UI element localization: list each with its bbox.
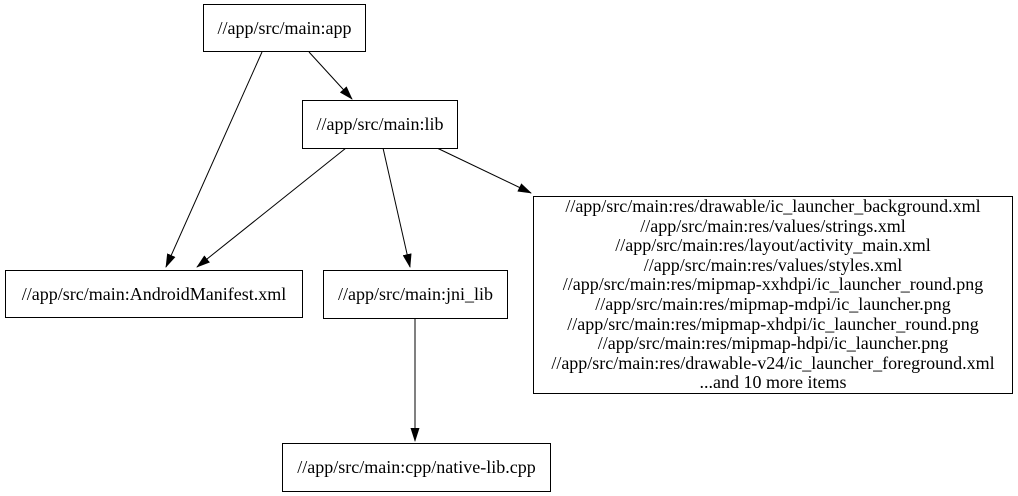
node-jni-lib: //app/src/main:jni_lib	[323, 270, 508, 319]
node-cpp-native-lib: //app/src/main:cpp/native-lib.cpp	[282, 443, 551, 492]
res-group-more-items: ...and 10 more items	[699, 372, 847, 393]
res-group-line: //app/src/main:res/values/strings.xml	[640, 215, 906, 236]
res-group-line: //app/src/main:res/mipmap-hdpi/ic_launch…	[597, 333, 949, 354]
res-group-line: //app/src/main:res/drawable/ic_launcher_…	[565, 196, 981, 217]
edge-lib-to-jni-lib	[382, 147, 412, 268]
edge-lib-to-res-group	[436, 147, 532, 194]
res-group-line: //app/src/main:res/layout/activity_main.…	[615, 235, 931, 256]
res-group-line: //app/src/main:res/drawable-v24/ic_launc…	[551, 352, 995, 373]
node-androidmanifest: //app/src/main:AndroidManifest.xml	[5, 270, 303, 318]
node-jni-lib-label: //app/src/main:jni_lib	[338, 284, 493, 304]
node-cpp-native-lib-label: //app/src/main:cpp/native-lib.cpp	[297, 457, 536, 477]
res-group-line: //app/src/main:res/mipmap-xhdpi/ic_launc…	[567, 313, 979, 334]
node-app: //app/src/main:app	[203, 4, 366, 52]
edge-app-to-lib	[308, 51, 353, 100]
edge-app-to-androidmanifest	[165, 51, 263, 268]
node-lib: //app/src/main:lib	[302, 100, 458, 149]
res-group-line: //app/src/main:res/mipmap-mdpi/ic_launch…	[595, 294, 951, 314]
node-res-group: //app/src/main:res/drawable/ic_launcher_…	[533, 196, 1013, 394]
node-androidmanifest-label: //app/src/main:AndroidManifest.xml	[21, 283, 287, 304]
res-group-line: //app/src/main:res/values/styles.xml	[643, 254, 903, 275]
node-app-label: //app/src/main:app	[217, 17, 352, 38]
edge-lib-to-androidmanifest	[196, 147, 347, 268]
node-lib-label: //app/src/main:lib	[316, 114, 444, 134]
res-group-line: //app/src/main:res/mipmap-xxhdpi/ic_laun…	[562, 274, 984, 295]
